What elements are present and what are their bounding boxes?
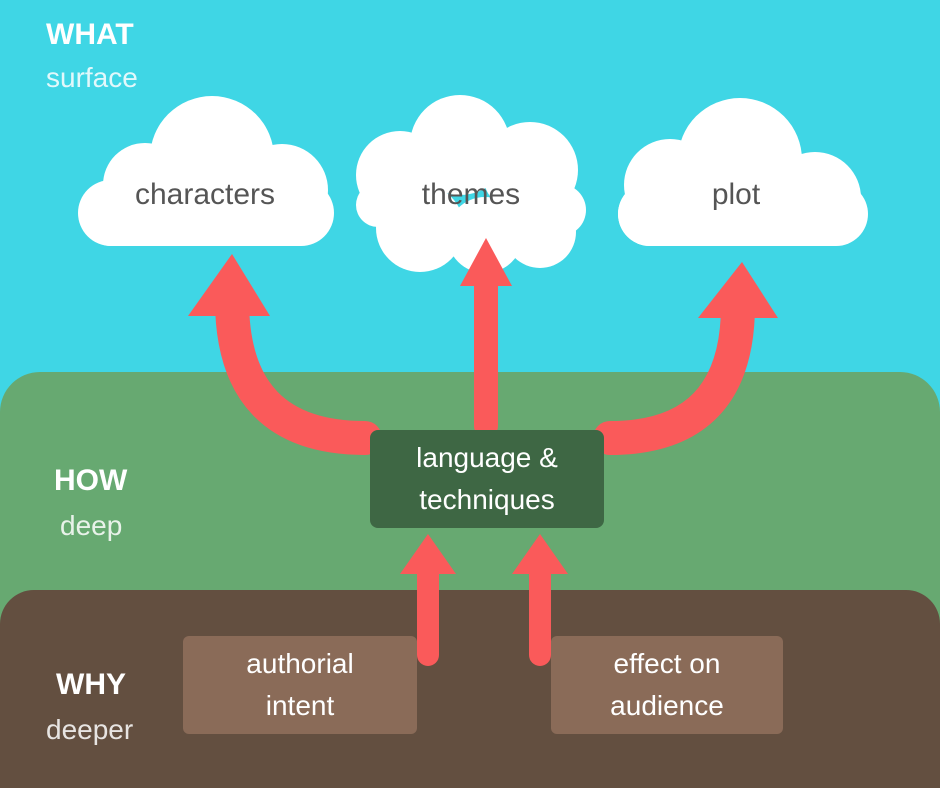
left-line-1: authorial [246,648,354,679]
arrow-from-effect-on-audience [512,534,568,666]
why-subtitle: deeper [46,714,134,745]
what-subtitle: surface [46,62,138,93]
center-line-2: techniques [419,484,555,515]
language-techniques-box: language & techniques [370,430,604,528]
deeper-layer [0,590,940,788]
left-line-2: intent [265,690,335,721]
cloud-themes [356,95,586,273]
right-box-bg [551,636,783,734]
how-subtitle: deep [60,510,123,541]
authorial-intent-box: authorial intent [183,636,417,734]
arrow-to-plot [593,262,778,455]
why-title: WHY [56,668,126,701]
arrow-from-authorial-intent [400,534,456,666]
cloud-label-plot: plot [711,178,761,211]
center-line-1: language & [416,442,558,473]
arrow-to-themes [460,238,512,438]
effect-on-audience-box: effect on audience [551,636,783,734]
cloud-characters [78,96,334,246]
arrow-to-characters [188,254,382,455]
cloud-label-characters: characters [134,178,276,211]
right-line-1: effect on [613,648,721,679]
cloud-label-themes: themes [421,178,521,211]
cloud-plot [618,98,868,246]
what-title: WHAT [46,18,134,51]
right-line-2: audience [610,690,724,721]
center-box-bg [370,430,604,528]
left-box-bg [183,636,417,734]
how-title: HOW [54,464,128,497]
